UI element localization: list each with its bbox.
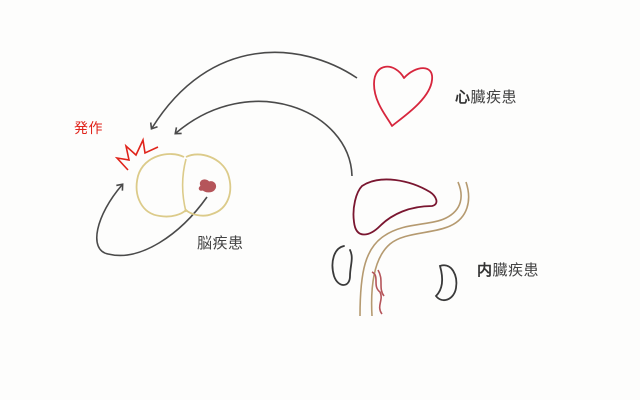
label-heart-disease: 心臓疾患	[455, 86, 517, 107]
brain-icon	[135, 153, 232, 218]
label-heart-rest: 臓疾患	[470, 88, 518, 106]
liver-icon	[352, 178, 438, 236]
label-heart-accent: 心	[455, 88, 471, 106]
label-organs-rest: 臓疾患	[492, 261, 540, 279]
brain-lesion	[198, 179, 217, 193]
label-organs-accent: 内	[477, 261, 493, 279]
arrow-brain-loop	[96, 183, 208, 257]
colon-segment	[371, 269, 385, 315]
label-brain-disease: 脳疾患	[197, 234, 244, 252]
kidney-icon	[331, 245, 458, 302]
label-organ-disease: 内臓疾患	[477, 259, 539, 280]
intestine-icon	[359, 181, 470, 317]
arrow-heart-to-brain	[149, 51, 358, 130]
arrow-organs-to-brain	[174, 100, 353, 177]
burst-icon	[114, 137, 159, 171]
label-attack: 発作	[74, 121, 103, 137]
heart-icon	[373, 65, 433, 127]
